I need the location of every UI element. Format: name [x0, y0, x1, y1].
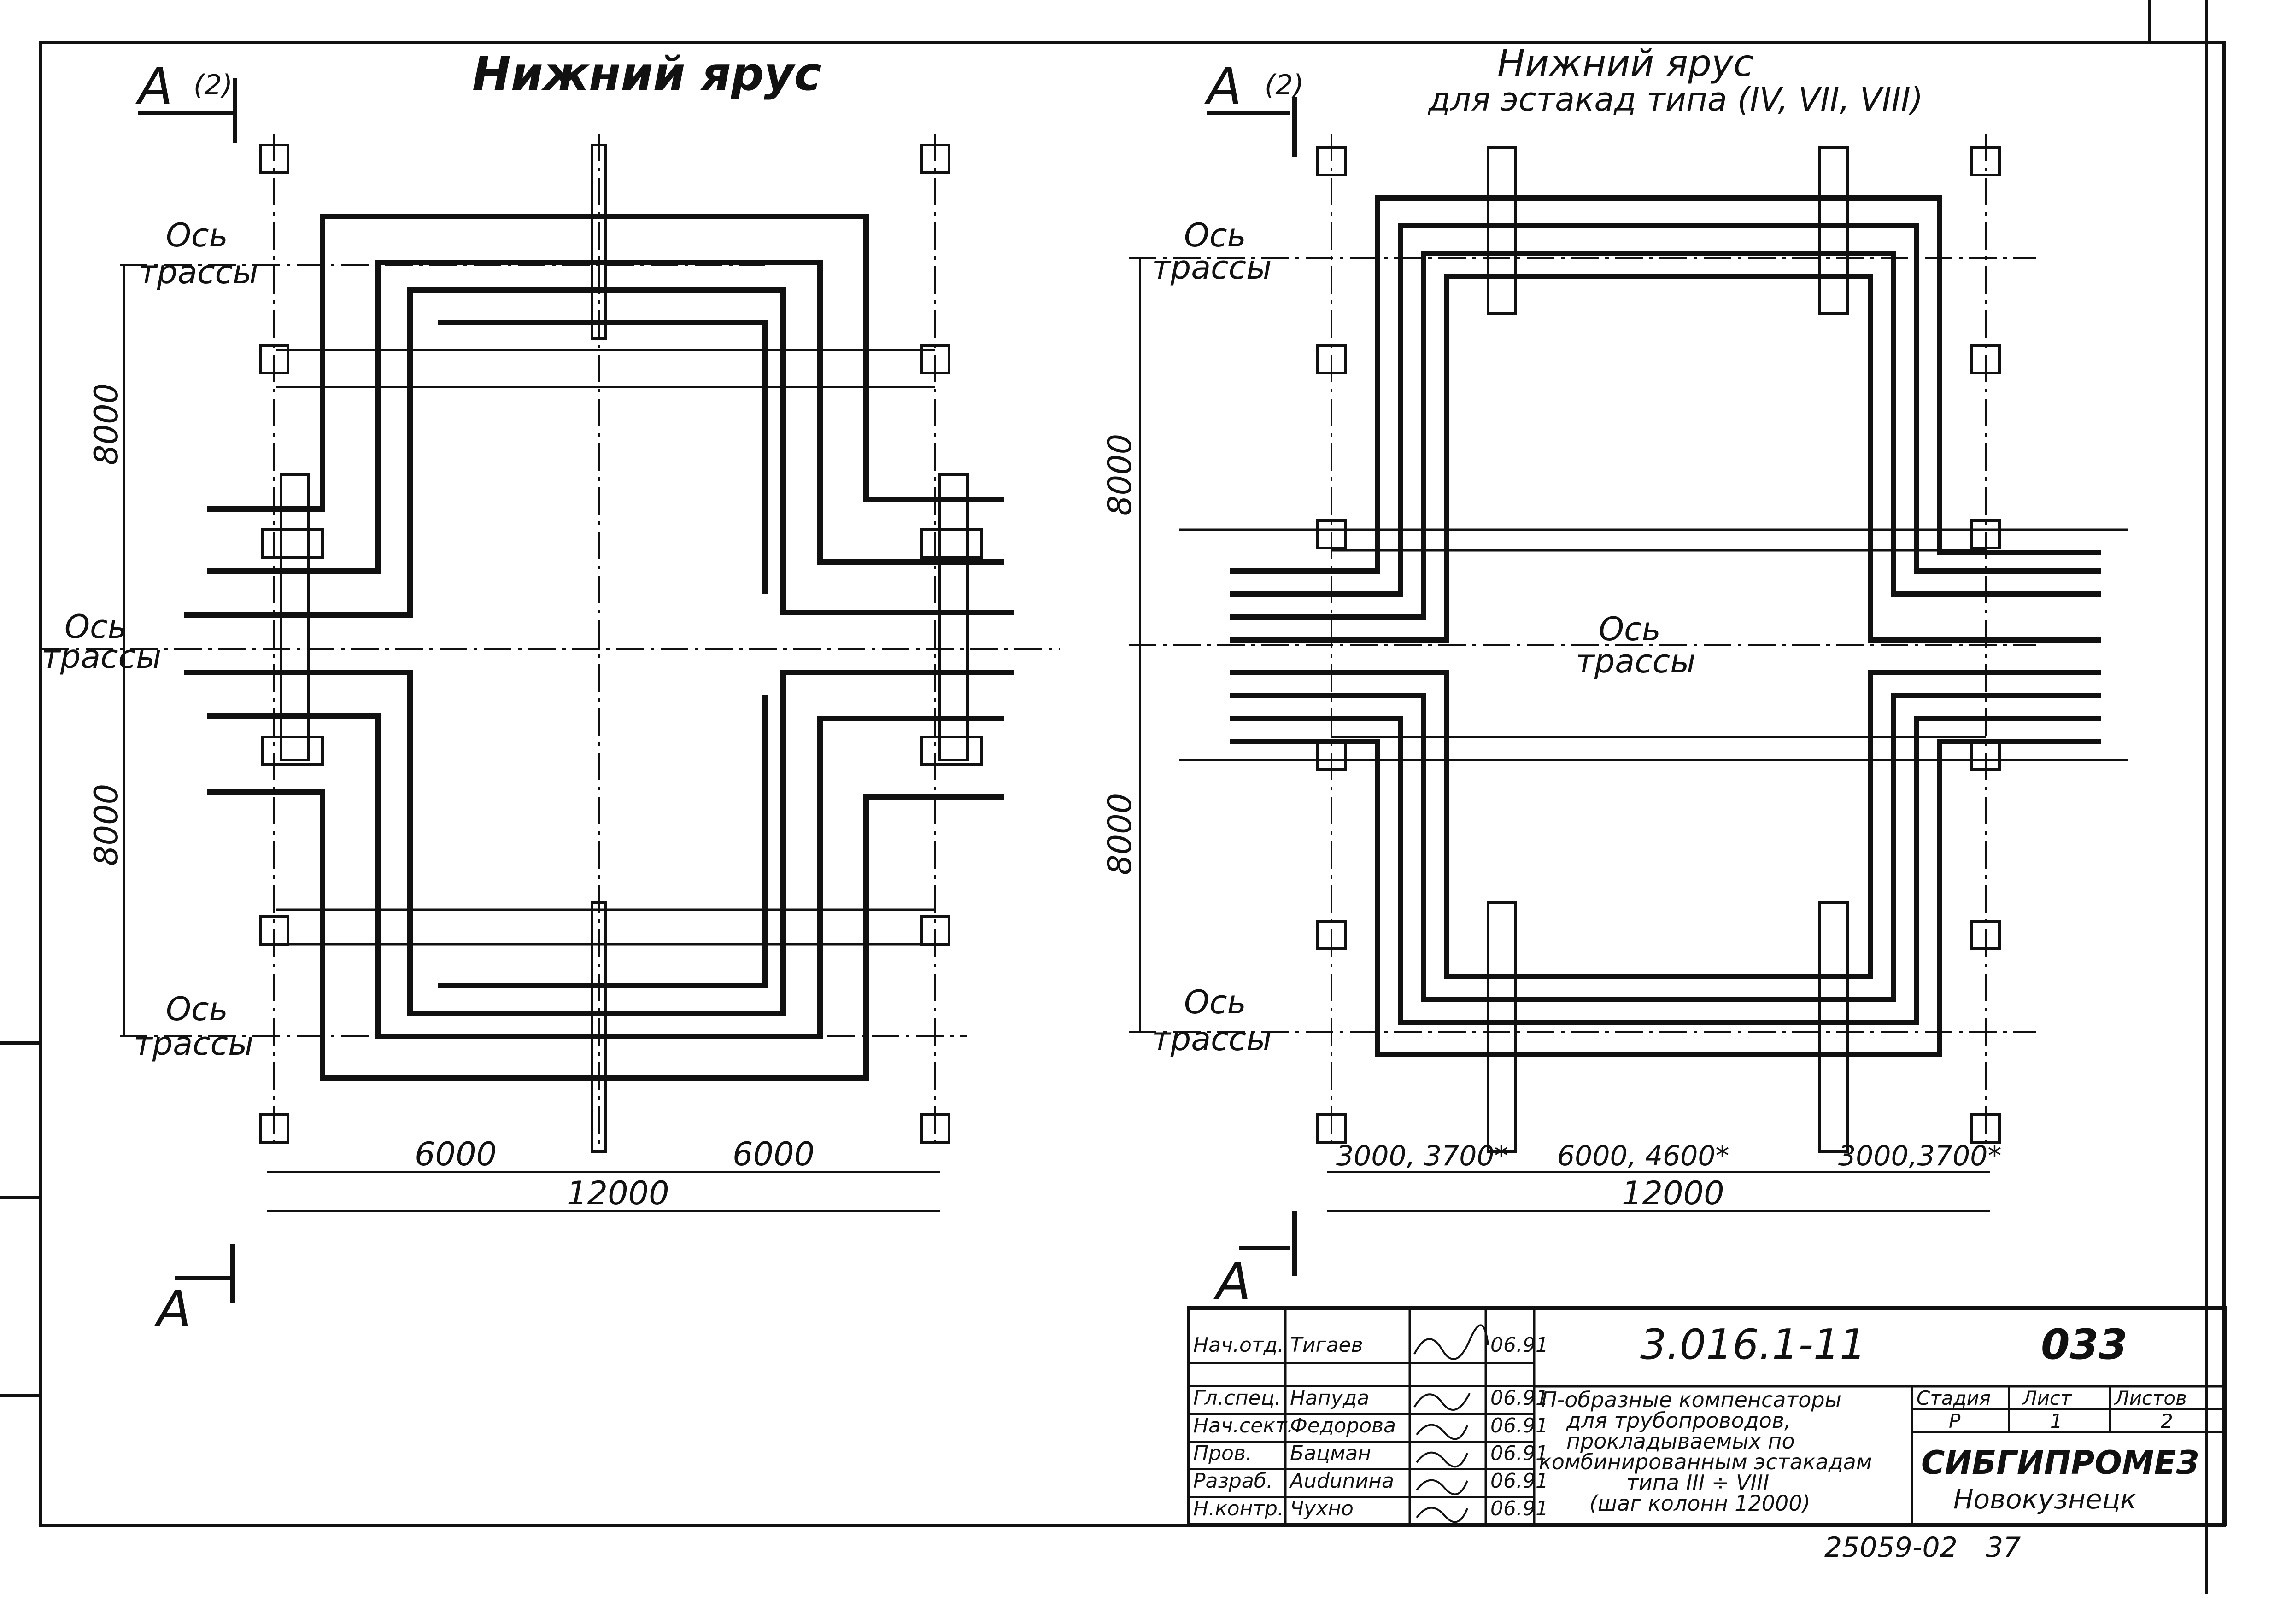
right-view: A (2) Нижний ярус для эстакад типа (IV, …	[1101, 42, 2128, 1311]
svg-text:П-образные компенсаторы: П-образные компенсаторы	[1541, 1387, 1841, 1412]
right-axis-labels: Ось трассы Ось трассы Ось трассы	[1152, 216, 1695, 1058]
right-title-line2: для эстакад типа (IV, VII, VIII)	[1428, 81, 1923, 118]
svg-text:Ось: Ось	[166, 990, 228, 1028]
organization: СИБГИПРОМЕЗ	[1921, 1444, 2199, 1482]
svg-text:Нач.сект.: Нач.сект.	[1193, 1414, 1294, 1437]
svg-text:Лист: Лист	[2022, 1387, 2072, 1409]
svg-text:Гл.спец.: Гл.спец.	[1193, 1386, 1281, 1410]
svg-text:трассы: трассы	[1576, 643, 1695, 680]
footer-page: 37	[1986, 1531, 2021, 1564]
svg-text:трассы: трассы	[134, 1025, 253, 1063]
left-columns	[259, 144, 983, 1153]
section-mark-right-top: A (2)	[1204, 57, 1304, 157]
left-view: A (2) Нижний ярус	[41, 47, 1060, 1338]
svg-text:типа III ÷ VIII: типа III ÷ VIII	[1626, 1470, 1769, 1495]
svg-text:06.91: 06.91	[1490, 1414, 1548, 1437]
svg-text:6000: 6000	[415, 1135, 497, 1173]
svg-text:1: 1	[2050, 1410, 2063, 1432]
svg-text:3000,3700*: 3000,3700*	[1838, 1140, 2001, 1172]
svg-text:6000: 6000	[733, 1135, 815, 1173]
svg-text:(шаг колонн 12000): (шаг колонн 12000)	[1589, 1491, 1811, 1516]
section-mark-left-top: A (2)	[135, 57, 237, 143]
svg-text:(2): (2)	[1265, 69, 1304, 101]
svg-text:12000: 12000	[567, 1174, 669, 1212]
svg-text:Ось: Ось	[64, 608, 127, 646]
drawing-description: П-образные компенсаторы для трубопроводо…	[1539, 1387, 1872, 1516]
svg-text:(2): (2)	[193, 69, 233, 101]
right-pipes	[1230, 195, 2101, 1057]
svg-text:06.91: 06.91	[1490, 1469, 1548, 1493]
svg-text:Федорова: Федорова	[1290, 1414, 1396, 1437]
svg-text:12000: 12000	[1622, 1174, 1724, 1212]
svg-text:трассы: трассы	[1152, 1020, 1272, 1058]
right-dimensions: 8000 8000 3000, 3700* 6000, 4600* 3000,3…	[1101, 258, 2001, 1212]
svg-text:06.91: 06.91	[1490, 1497, 1548, 1520]
sheet-frame	[39, 41, 2226, 1527]
doc-code: 3.016.1-11	[1640, 1320, 1866, 1369]
left-pipes	[184, 214, 1014, 1081]
title-block: Нач.отд. Тигаев 06.91 Гл.спец. Напуда 06…	[1187, 1306, 2227, 1526]
svg-text:Ось: Ось	[1184, 216, 1246, 254]
city: Новокузнецк	[1953, 1484, 2136, 1515]
left-dimensions: 8000 8000 6000 6000 12000	[88, 265, 940, 1212]
svg-text:3000, 3700*: 3000, 3700*	[1336, 1140, 1508, 1172]
svg-text:Разраб.: Разраб.	[1193, 1469, 1273, 1493]
svg-text:Стадия: Стадия	[1917, 1387, 1991, 1409]
svg-text:8000: 8000	[88, 383, 125, 465]
svg-text:Ось: Ось	[166, 216, 228, 254]
svg-text:Нач.отд.: Нач.отд.	[1193, 1333, 1284, 1357]
svg-text:A: A	[1213, 1252, 1251, 1311]
svg-text:2: 2	[2161, 1410, 2173, 1432]
left-axis-labels: Ось трассы Ось трассы Ось трассы	[41, 216, 258, 1063]
svg-text:A: A	[154, 1279, 191, 1338]
svg-text:Н.контр.: Н.контр.	[1193, 1497, 1284, 1520]
svg-text:Р: Р	[1949, 1410, 1961, 1432]
svg-text:для трубопроводов,: для трубопроводов,	[1566, 1408, 1791, 1433]
svg-text:8000: 8000	[1101, 793, 1139, 875]
sheet-code: 033	[2041, 1320, 2128, 1369]
svg-text:Тигаев: Тигаев	[1290, 1333, 1363, 1357]
svg-text:трассы: трассы	[41, 638, 161, 676]
svg-text:A: A	[1204, 57, 1242, 116]
svg-text:Пров.: Пров.	[1193, 1442, 1252, 1465]
svg-text:Бацман: Бацман	[1290, 1442, 1371, 1465]
svg-text:трассы: трассы	[1152, 249, 1272, 286]
footer-code: 25059-02	[1824, 1531, 1958, 1564]
svg-text:6000, 4600*: 6000, 4600*	[1557, 1140, 1729, 1172]
section-mark-right-bottom: A	[1213, 1211, 1297, 1311]
svg-text:A: A	[135, 57, 173, 116]
right-title-line1: Нижний ярус	[1497, 42, 1753, 85]
svg-text:прокладываемых по: прокладываемых по	[1566, 1429, 1795, 1454]
svg-text:Audunина: Audunина	[1289, 1469, 1394, 1493]
signature-rows: Нач.отд. Тигаев 06.91 Гл.спец. Напуда 06…	[1193, 1333, 1548, 1520]
section-mark-left-bottom: A	[154, 1244, 235, 1338]
svg-text:комбинированным эстакадам: комбинированным эстакадам	[1539, 1449, 1872, 1474]
svg-text:8000: 8000	[1101, 434, 1139, 516]
svg-text:06.91: 06.91	[1490, 1442, 1548, 1465]
svg-text:06.91: 06.91	[1490, 1333, 1548, 1357]
svg-text:трассы: трассы	[138, 253, 258, 291]
svg-text:Ось: Ось	[1184, 983, 1246, 1021]
left-title: Нижний ярус	[472, 47, 821, 101]
svg-text:Ось: Ось	[1599, 610, 1661, 648]
svg-text:8000: 8000	[88, 784, 125, 866]
svg-text:Напуда: Напуда	[1290, 1386, 1369, 1410]
svg-text:Чухно: Чухно	[1290, 1497, 1354, 1520]
svg-text:06.91: 06.91	[1490, 1386, 1548, 1410]
svg-text:Листов: Листов	[2114, 1387, 2187, 1409]
